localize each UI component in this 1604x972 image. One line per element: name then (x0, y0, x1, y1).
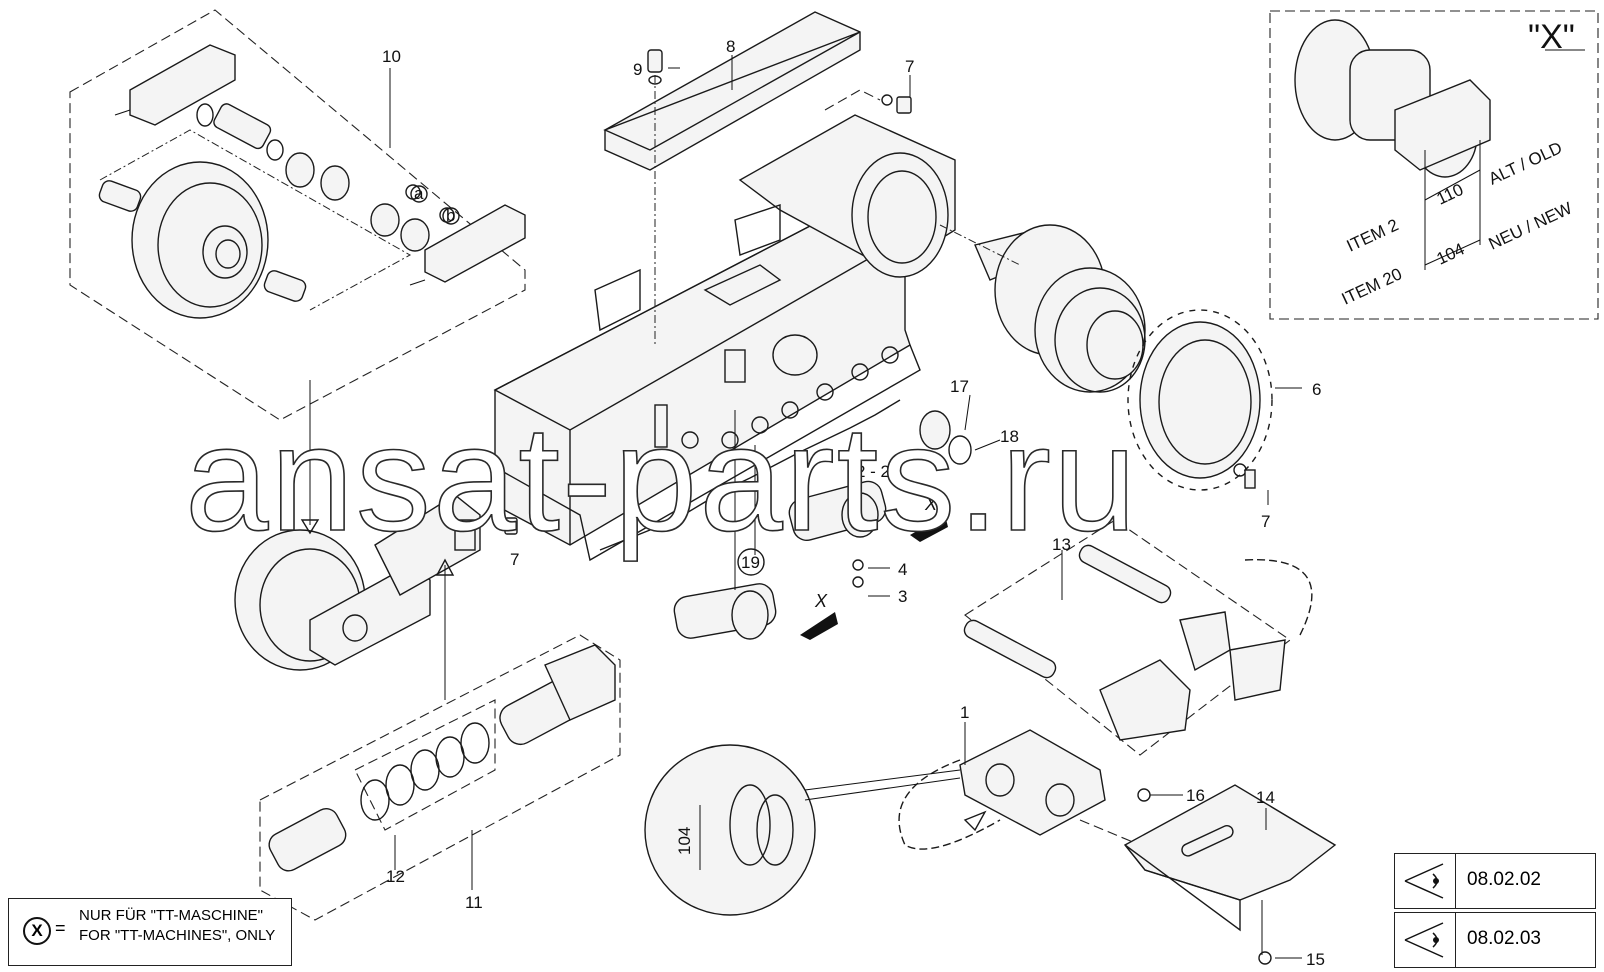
marker-b-circle (442, 207, 460, 225)
label-13: 13 (1052, 535, 1071, 554)
part-labels: 10 8 9 7 6 17 18 2 - 20 7 7 13 4 3 19 1 … (382, 37, 1325, 969)
callout-item20: ITEM 20 (1339, 264, 1405, 308)
eye-icon (1395, 854, 1456, 908)
marker-b: b (446, 206, 455, 225)
label-15: 15 (1306, 950, 1325, 969)
callout-dim-old: 110 (1434, 180, 1467, 209)
x-marker-1: X (924, 494, 938, 514)
callout-item2: ITEM 2 (1344, 215, 1402, 255)
assembly-group-13 (963, 519, 1313, 756)
label-9: 9 (633, 60, 642, 79)
label-11: 11 (465, 893, 483, 912)
callout-x-detail (1269, 10, 1599, 320)
note-line-2: FOR "TT-MACHINES", ONLY (79, 927, 276, 944)
x-marker-arrows (800, 515, 948, 640)
callout-dim-new: 104 (1434, 239, 1468, 268)
watermark: ansat-parts.ru (185, 394, 1138, 562)
callout-new: NEU / NEW (1486, 198, 1575, 253)
label-10: 10 (382, 47, 401, 66)
x-marker-2: X (814, 591, 828, 611)
label-2-20: 2 - 20 (856, 462, 899, 481)
label-7-left: 7 (510, 550, 519, 569)
label-7-top: 7 (905, 57, 914, 76)
callout-old: ALT / OLD (1486, 138, 1565, 188)
note-equals: = (55, 918, 66, 938)
sprocket-6 (1127, 309, 1273, 491)
label-7-right: 7 (1261, 512, 1270, 531)
track-chain-1 (644, 729, 1141, 916)
callout-title: "X" (1528, 18, 1575, 56)
tt-machine-note: X = NUR FÜR "TT-MASCHINE" FOR "TT-MACHIN… (8, 898, 292, 966)
reference-code: 08.02.02 (1467, 869, 1541, 890)
label-19-circle (737, 548, 765, 576)
track-shoe-14 (1123, 784, 1337, 965)
assembly-group-10 (69, 9, 526, 421)
label-1: 1 (960, 703, 969, 722)
carrier-rollers (673, 410, 887, 640)
marker-a-circle (410, 185, 428, 203)
idler-front-assembly (234, 380, 481, 700)
label-17: 17 (950, 377, 969, 396)
label-19: 19 (741, 553, 760, 572)
reference-link-08-02-02[interactable]: 08.02.02 (1394, 853, 1596, 909)
label-3: 3 (898, 587, 907, 606)
leader-lines (389, 55, 1302, 959)
final-drive (939, 224, 1146, 393)
track-frame (493, 114, 956, 562)
x-symbol: X (23, 917, 51, 945)
label-12: 12 (386, 867, 405, 886)
marker-a: a (414, 184, 424, 203)
reference-link-08-02-03[interactable]: 08.02.03 (1394, 912, 1596, 968)
hardware (504, 94, 1151, 802)
eye-icon (1395, 913, 1456, 967)
label-6: 6 (1312, 380, 1321, 399)
detail-dimension: 104 (675, 827, 694, 855)
assembly-group-11 (259, 634, 621, 921)
label-14: 14 (1256, 788, 1275, 807)
label-4: 4 (898, 560, 907, 579)
note-line-1: NUR FÜR "TT-MASCHINE" (79, 907, 263, 924)
label-18: 18 (1000, 427, 1019, 446)
label-16: 16 (1186, 786, 1205, 805)
label-8: 8 (726, 37, 735, 56)
reference-code: 08.02.03 (1467, 928, 1541, 949)
